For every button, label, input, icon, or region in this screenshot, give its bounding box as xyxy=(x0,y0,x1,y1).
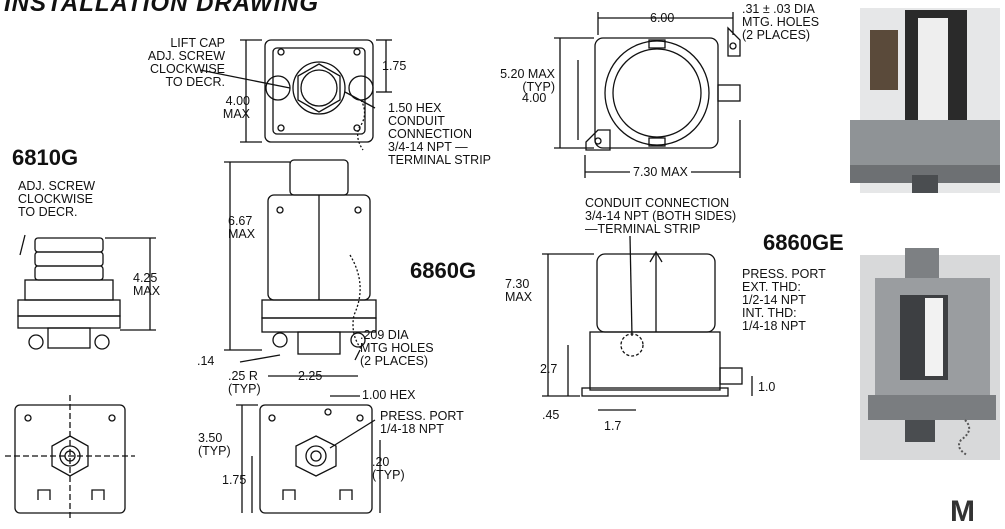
dim-4-00: 4.00 xyxy=(522,91,547,105)
dim-3-50: 3.50 (TYP) xyxy=(198,431,231,458)
dim-0-20: .20 (TYP) xyxy=(372,455,405,482)
hex-1-00: 1.00 HEX xyxy=(362,388,416,402)
dim-5-20-max: 5.20 MAX (TYP) xyxy=(500,67,555,94)
dim-4-25-max: 4.25 MAX xyxy=(133,271,161,298)
press-port-ext-int: PRESS. PORT EXT. THD: 1/2-14 NPT INT. TH… xyxy=(742,267,826,333)
dim-1-7: 1.7 xyxy=(604,419,622,433)
dim-0-25-radius: .25 R (TYP) xyxy=(228,369,261,396)
6810g-switch-view xyxy=(17,234,121,350)
dim-1-75-top: 1.75 xyxy=(382,59,407,73)
mtg-holes-209: .209 DIA MTG HOLES (2 PLACES) xyxy=(360,328,434,368)
logo-mark: M xyxy=(950,495,975,528)
mtg-holes-31: .31 ± .03 DIA MTG. HOLES (2 PLACES) xyxy=(742,2,820,42)
6860g-front-view xyxy=(581,250,743,397)
adj-screw-note: ADJ. SCREW CLOCKWISE TO DECR. xyxy=(18,179,96,219)
6810g-top-view xyxy=(264,39,374,151)
page-title: INSTALLATION DRAWING xyxy=(4,0,320,17)
model-6860ge-label: 6860GE xyxy=(763,230,844,255)
dim-1-75-bottom: 1.75 xyxy=(222,473,247,487)
product-photo-bottom xyxy=(860,248,1000,460)
6860g-top-view xyxy=(585,26,741,151)
dim-2-25: 2.25 xyxy=(298,369,323,383)
dim-6-00: 6.00 xyxy=(650,11,675,25)
dim-7-30-max: 7.30 MAX xyxy=(630,166,691,179)
6810g-plan-view xyxy=(5,395,135,518)
press-port-1-4: PRESS. PORT 1/4-18 NPT xyxy=(380,409,464,436)
model-6810g-label: 6810G xyxy=(12,145,79,170)
product-photo-top xyxy=(850,8,1000,193)
lift-cap-note: LIFT CAP ADJ. SCREW CLOCKWISE TO DECR. xyxy=(147,36,225,89)
dim-2-7: 2.7 xyxy=(540,362,558,376)
conduit-connection-note: CONDUIT CONNECTION 3/4-14 NPT (BOTH SIDE… xyxy=(585,196,737,236)
model-6860g-label: 6860G xyxy=(410,258,477,283)
dim-7-30: 7.30 MAX xyxy=(505,277,533,304)
6810g-side-view xyxy=(261,159,377,355)
hex-conduit-note: 1.50 HEX CONDUIT CONNECTION 3/4-14 NPT —… xyxy=(388,101,492,167)
dim-0-14: .14 xyxy=(197,354,215,368)
dim-6-67-max: 6.67 MAX xyxy=(228,214,256,241)
dim-4-00-max: 4.00 MAX xyxy=(222,94,250,121)
dim-0-45: .45 xyxy=(542,408,560,422)
6810g-bottom-view xyxy=(259,404,373,514)
dim-1-0: 1.0 xyxy=(758,380,776,394)
